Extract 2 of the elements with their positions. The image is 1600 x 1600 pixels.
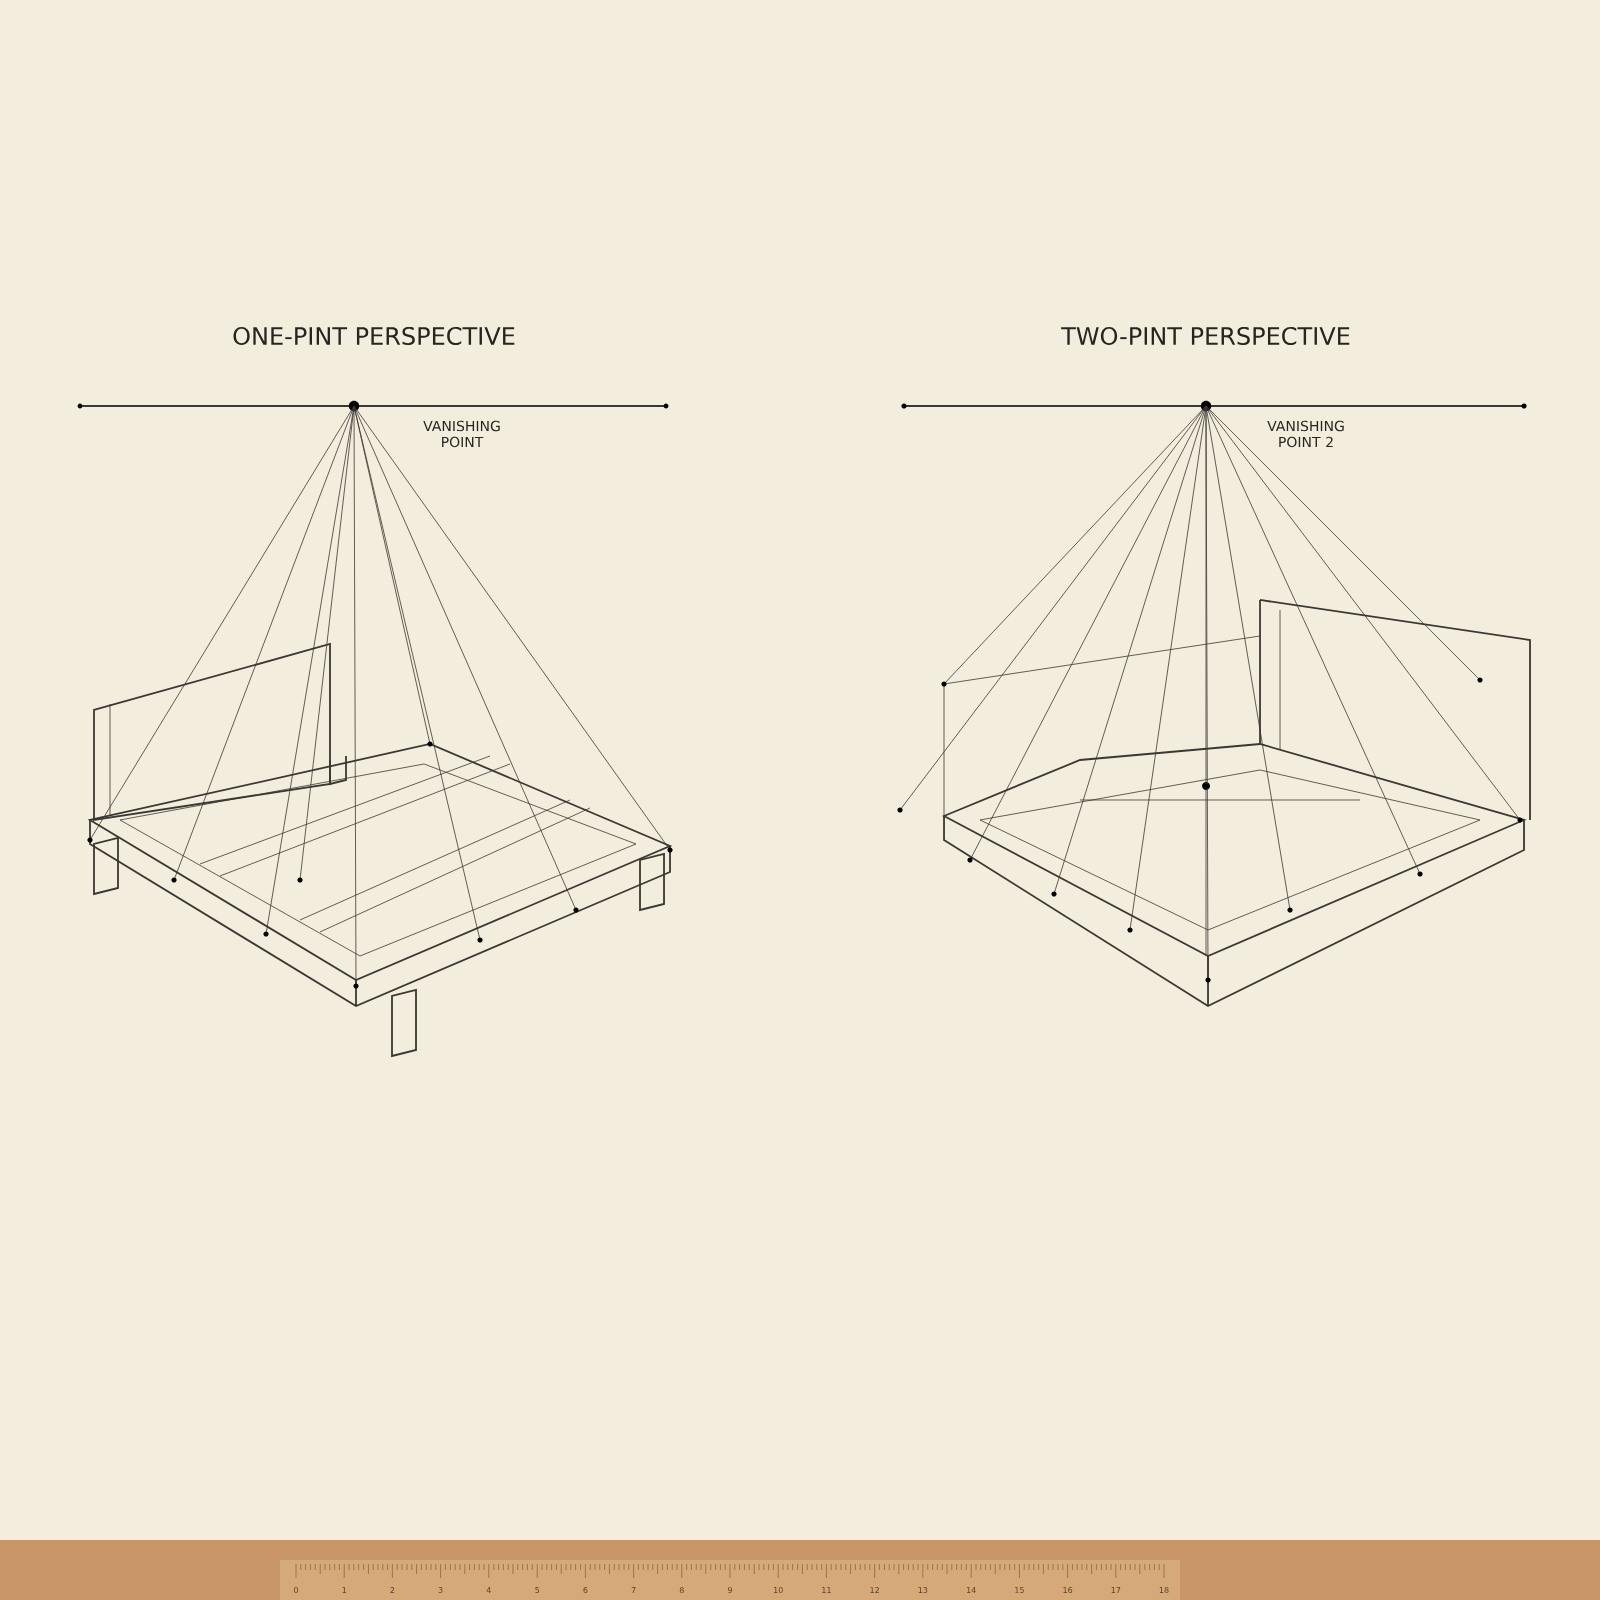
heading: TWO-PINT PERSPECTIVE bbox=[1061, 326, 1350, 346]
heading: ONE-PINT PERSPECTIVE bbox=[233, 326, 515, 346]
